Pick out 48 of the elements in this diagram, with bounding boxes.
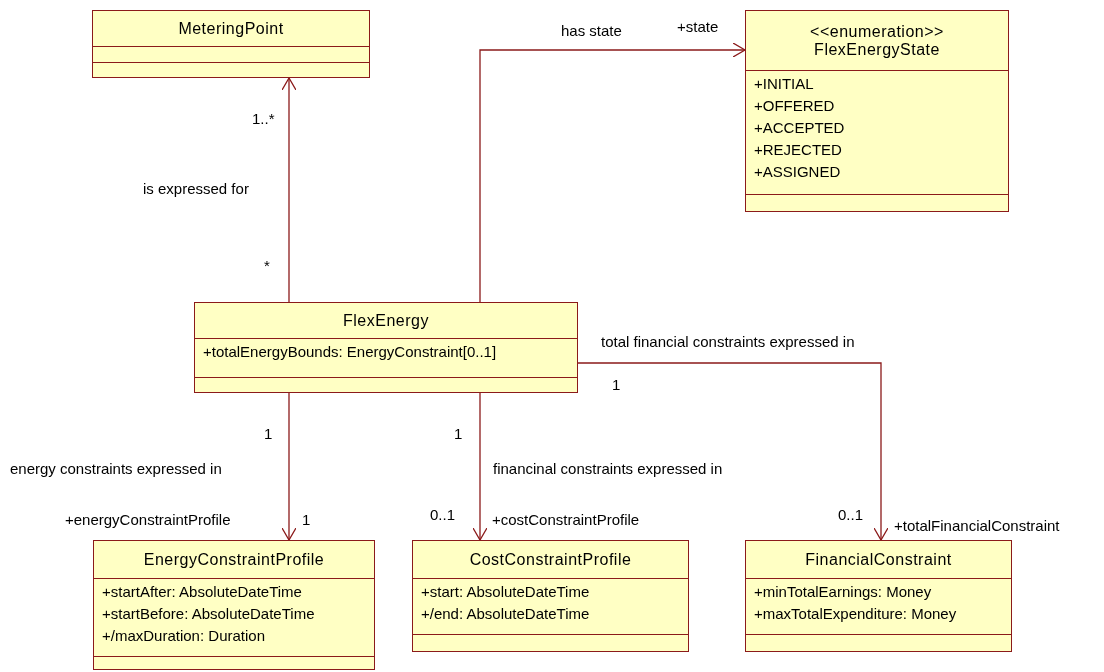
multiplicity: 1 [302, 511, 311, 528]
attribute: +ACCEPTED [753, 118, 845, 138]
multiplicity: * [264, 257, 270, 274]
association-arrow [479, 42, 746, 303]
uml-class-box [412, 540, 689, 652]
role-name: +totalFinancialConstraint [894, 517, 1060, 534]
edge-label: is expressed for [143, 180, 249, 197]
uml-class-box [92, 10, 370, 78]
attribute: +REJECTED [753, 140, 842, 160]
role-name: +state [677, 18, 719, 35]
class-name: CostConstraintProfile [469, 550, 632, 569]
attribute: +startAfter: AbsoluteDateTime [101, 582, 302, 602]
role-name: +costConstraintProfile [492, 511, 640, 528]
uml-class-box [93, 540, 375, 670]
class-name: FinancialConstraint [805, 550, 952, 569]
class-name: FlexEnergy [343, 311, 429, 330]
attribute: +/end: AbsoluteDateTime [420, 604, 590, 624]
attribute: +ASSIGNED [753, 162, 841, 182]
role-name: +energyConstraintProfile [65, 511, 231, 528]
class-name: FlexEnergyState [814, 40, 940, 59]
association-arrow [281, 77, 297, 303]
class-name: EnergyConstraintProfile [143, 550, 325, 569]
multiplicity: 1 [612, 376, 621, 393]
association-arrow [281, 392, 297, 541]
association-arrow [472, 392, 488, 541]
multiplicity: 1 [264, 425, 273, 442]
edge-label: has state [561, 22, 622, 39]
class-name: MeteringPoint [178, 19, 284, 38]
attribute: +OFFERED [753, 96, 835, 116]
edge-label: energy constraints expressed in [10, 460, 222, 477]
attribute: +/maxDuration: Duration [101, 626, 265, 646]
attribute: +INITIAL [753, 74, 814, 94]
multiplicity: 0..1 [838, 506, 864, 523]
stereotype: <<enumeration>> [810, 22, 944, 41]
uml-class-box [745, 540, 1012, 652]
attribute: +minTotalEarnings: Money [753, 582, 932, 602]
multiplicity: 1..* [252, 110, 275, 127]
attribute: +startBefore: AbsoluteDateTime [101, 604, 315, 624]
attribute: +totalEnergyBounds: EnergyConstraint[0..1] [202, 342, 497, 362]
uml-class-box [745, 10, 1009, 212]
attribute: +start: AbsoluteDateTime [420, 582, 590, 602]
attribute: +maxTotalExpenditure: Money [753, 604, 957, 624]
association-arrow [577, 362, 889, 541]
edge-label: financinal constraints expressed in [493, 460, 723, 477]
multiplicity: 0..1 [430, 506, 456, 523]
edge-label: total financial constraints expressed in [601, 333, 855, 350]
uml-class-box [194, 302, 578, 393]
multiplicity: 1 [454, 425, 463, 442]
